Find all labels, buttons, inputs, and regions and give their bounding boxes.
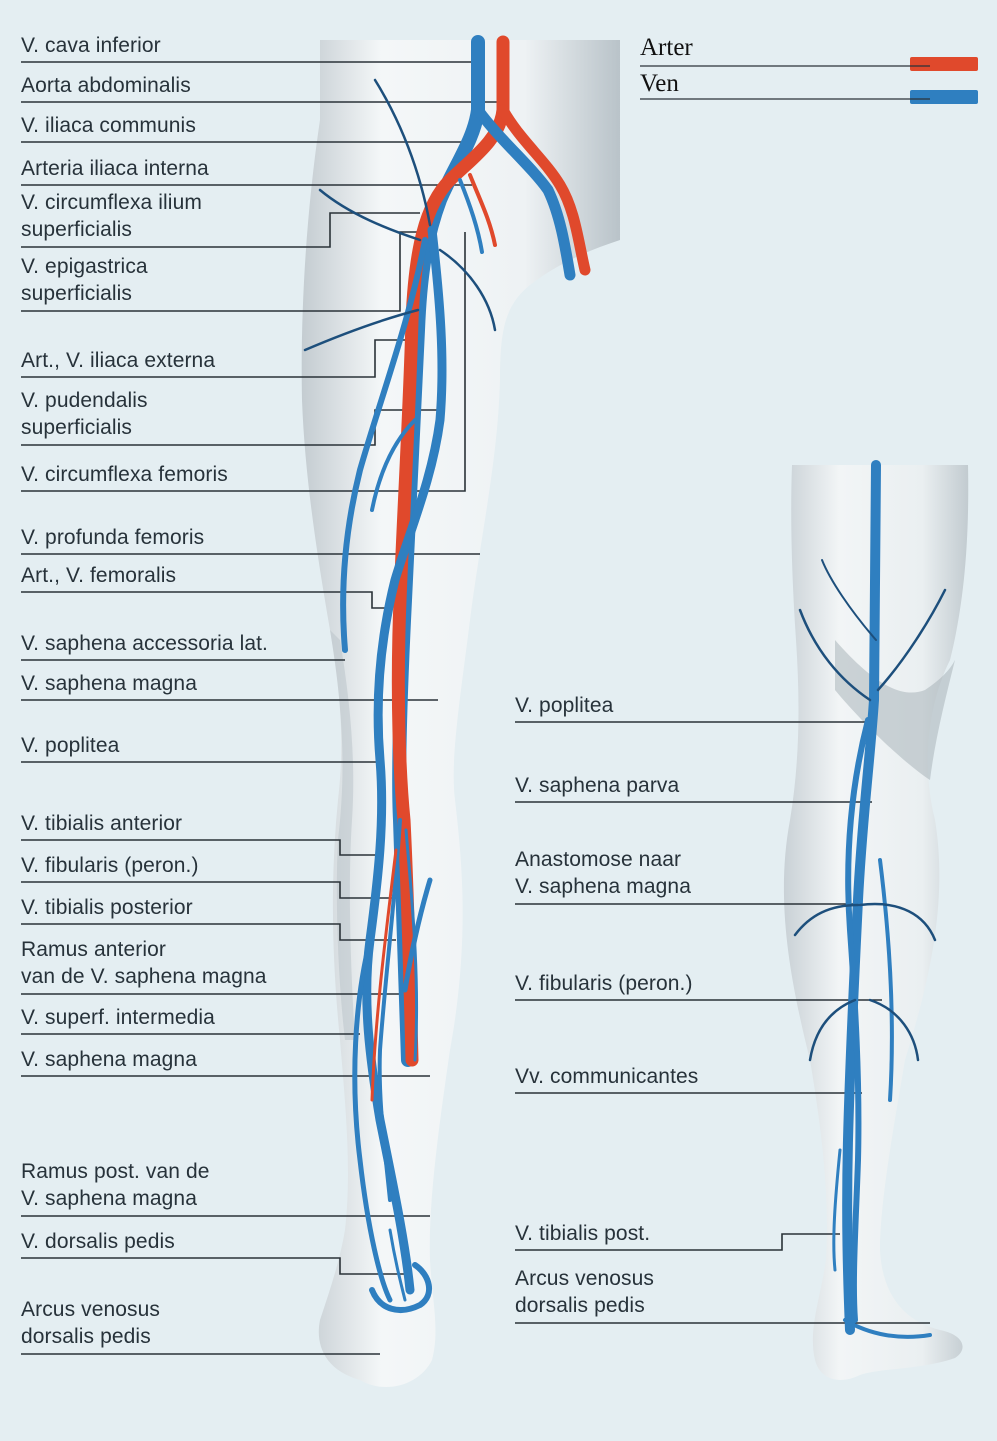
label-v-tibialis-posterior: V. tibialis posterior (21, 894, 193, 921)
label-v-circumflexa-femoris: V. circumflexa femoris (21, 461, 228, 488)
label-v-dorsalis-pedis: V. dorsalis pedis (21, 1228, 175, 1255)
label-v-tibialis-anterior: V. tibialis anterior (21, 810, 182, 837)
label-v-poplitea-left: V. poplitea (21, 732, 119, 759)
label-anastomose: Anastomose naar V. saphena magna (515, 846, 691, 900)
label-art-v-femoralis: Art., V. femoralis (21, 562, 176, 589)
label-arteria-iliaca-interna: Arteria iliaca interna (21, 155, 209, 182)
label-aorta-abdominalis: Aorta abdominalis (21, 72, 191, 99)
label-v-profunda-femoris: V. profunda femoris (21, 524, 204, 551)
legend-artery-swatch (910, 57, 978, 71)
legend-vein-label: Ven (640, 70, 679, 98)
label-v-cava-inferior: V. cava inferior (21, 32, 161, 59)
label-v-saphena-magna-upper: V. saphena magna (21, 670, 197, 697)
label-v-iliaca-communis: V. iliaca communis (21, 112, 196, 139)
label-v-fibularis-right: V. fibularis (peron.) (515, 970, 693, 997)
legend-artery-label: Arter (640, 34, 693, 62)
label-v-saphena-magna-lower: V. saphena magna (21, 1046, 197, 1073)
label-v-saphena-parva: V. saphena parva (515, 772, 679, 799)
label-arcus-venosus-left: Arcus venosus dorsalis pedis (21, 1296, 160, 1350)
label-v-saphena-accessoria-lat: V. saphena accessoria lat. (21, 630, 268, 657)
label-v-fibularis-left: V. fibularis (peron.) (21, 852, 199, 879)
label-ramus-post: Ramus post. van de V. saphena magna (21, 1158, 210, 1212)
label-vv-communicantes: Vv. communicantes (515, 1063, 698, 1090)
legend-vein-swatch (910, 90, 978, 104)
label-v-epigastrica-superficialis: V. epigastrica superficialis (21, 253, 148, 307)
label-v-circumflexa-ilium-superficialis: V. circumflexa ilium superficialis (21, 189, 202, 243)
label-v-poplitea-right: V. poplitea (515, 692, 613, 719)
label-art-v-iliaca-externa: Art., V. iliaca externa (21, 347, 215, 374)
label-v-pudendalis-superficialis: V. pudendalis superficialis (21, 387, 148, 441)
label-v-superf-intermedia: V. superf. intermedia (21, 1004, 215, 1031)
label-arcus-venosus-right: Arcus venosus dorsalis pedis (515, 1265, 654, 1319)
label-ramus-anterior: Ramus anterior van de V. saphena magna (21, 936, 267, 990)
label-v-tibialis-post: V. tibialis post. (515, 1220, 650, 1247)
